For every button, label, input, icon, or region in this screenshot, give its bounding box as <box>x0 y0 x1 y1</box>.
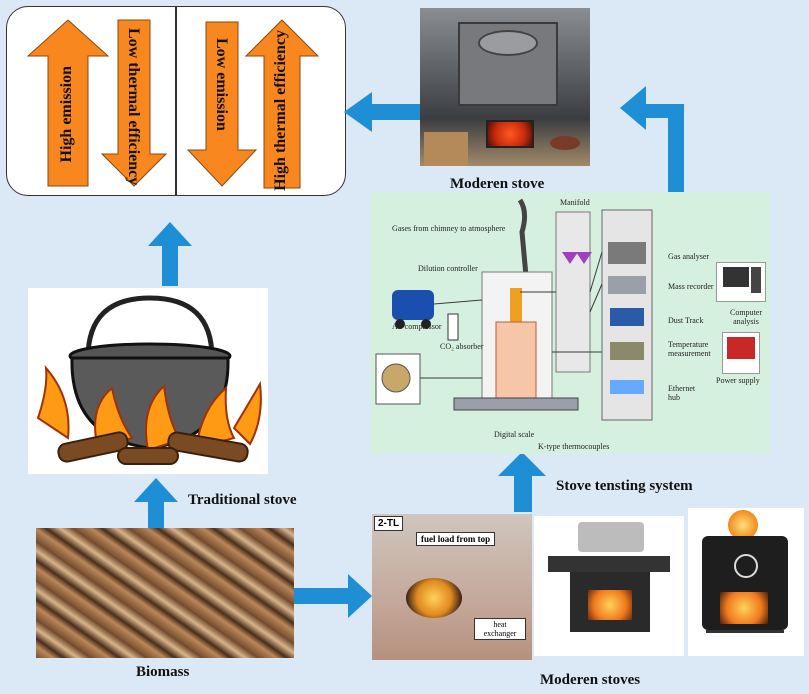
label-modern-stove: Moderen stove <box>450 176 545 192</box>
label-dust-track: Dust Track <box>668 316 704 325</box>
label-dilution: Dilution controller <box>418 264 478 273</box>
arrow-traditional-to-box <box>148 222 192 286</box>
arrow-biomass-to-traditional <box>134 478 178 528</box>
label-manifold: Manifold <box>560 198 590 207</box>
label-gases: Gases from chimney to atmosphere <box>392 224 506 233</box>
down-arrow-low-emission <box>186 21 258 187</box>
testing-system-illustration <box>375 198 653 421</box>
up-arrow-high-emission <box>26 19 110 187</box>
label-ethernet: Ethernet hub <box>668 384 696 402</box>
label-air-compressor: Air compressor <box>392 322 442 331</box>
up-arrow-high-thermal <box>244 19 320 189</box>
tag-fuel-load: fuel load from top <box>416 532 496 546</box>
label-co2-absorber: CO₂ absorber <box>440 342 484 351</box>
label-computer: Computer analysis <box>730 308 762 326</box>
tag-2tl: 2-TL <box>374 516 404 531</box>
label-stove-testing-system: Stove tensting system <box>556 478 693 494</box>
tag-heat-exchanger: heat exchanger <box>474 618 526 640</box>
arrow-moderns-to-test <box>498 452 546 512</box>
down-arrow-low-thermal <box>100 19 168 187</box>
text-low-emission: Low emission <box>213 38 230 131</box>
comparison-divider <box>175 7 177 195</box>
label-mass-recorder: Mass recorder <box>668 282 714 291</box>
cookstove-photo <box>534 516 684 656</box>
arrow-modern-to-box <box>344 92 420 132</box>
text-low-thermal-efficiency: Low thermal efficiency <box>125 28 142 186</box>
label-temperature: Temperature measurement <box>668 340 711 358</box>
power-supply-icon <box>722 332 760 374</box>
label-biomass: Biomass <box>136 664 190 680</box>
computer-icon <box>716 262 766 302</box>
label-modern-stoves: Moderen stoves <box>540 672 641 688</box>
pot-illustration <box>36 295 262 465</box>
label-traditional-stove: Traditional stove <box>188 492 297 508</box>
label-digital-scale: Digital scale <box>494 430 535 439</box>
modern-stove-photo <box>420 8 590 166</box>
label-k-type: K-type thermocouples <box>538 442 610 451</box>
efficiency-arrows <box>26 19 320 189</box>
barrel-stove-photo <box>688 508 804 656</box>
arrow-biomass-to-moderns <box>294 574 372 618</box>
biomass-photo <box>36 528 294 658</box>
label-gas-analyser: Gas analyser <box>668 252 710 261</box>
label-power-supply: Power supply <box>716 376 760 385</box>
arrow-test-to-modern <box>620 86 684 192</box>
